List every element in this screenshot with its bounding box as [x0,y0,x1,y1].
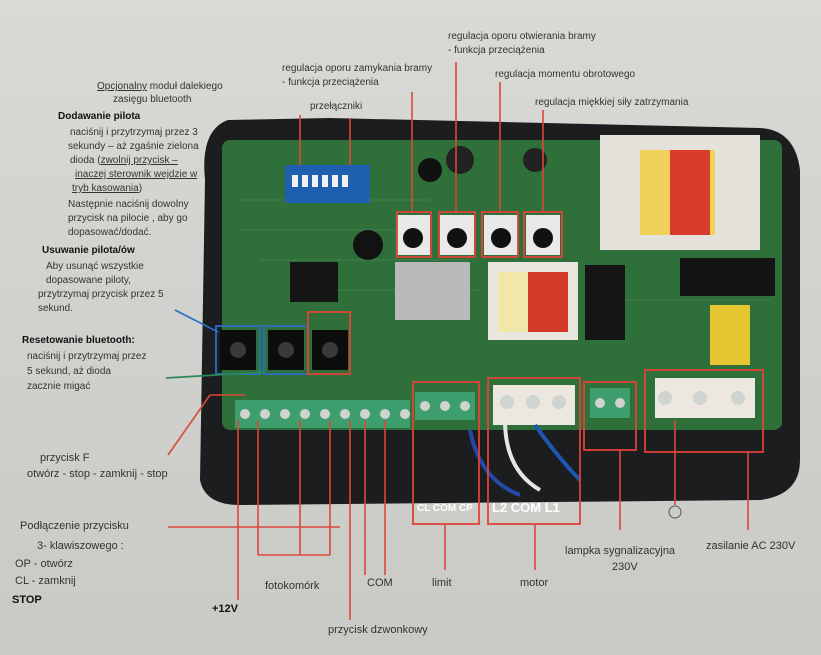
label-dodawanie-8: dopasować/dodać. [68,227,152,238]
capacitor-yellow [710,305,750,365]
label-dodawanie-4: inaczej sterownik wejdzie w [75,169,198,180]
label-opcjonalny-2: zasięgu bluetooth [113,94,192,105]
highlight-boxes [215,211,764,525]
caption-l2-com-l1: L2 COM L1 [492,500,560,515]
label-dodawanie-2: sekundy – aż zgaśnie zielona [68,141,199,152]
label-usuwanie-1: Aby usunąć wszystkie [46,261,144,272]
capacitor [418,158,442,182]
label-dodawanie-5: tryb kasowania) [72,183,143,194]
label-motor: motor [520,577,549,589]
label-przycisk-f: przycisk F [40,452,90,464]
label-fotokomork: fotokomórk [265,580,320,592]
label-opcjonalny: Opcjonalny moduł dalekiego [97,81,223,92]
label-dodawanie-title: Dodawanie pilota [58,111,141,122]
caption-cl-com-cp: CL COM CP [417,503,473,514]
label-usuwanie-title: Usuwanie pilota/ów [42,245,135,256]
label-moment: regulacja momentu obrotowego [495,69,636,80]
label-dzwonkowy: przycisk dzwonkowy [328,624,428,636]
label-lampka-1: lampka sygnalizacyjna [565,545,676,557]
ground-icon [668,505,682,519]
label-dodawanie-7: przycisk na pilocie , aby go [68,213,188,224]
label-zamykania: regulacja oporu zamykania bramy [282,63,433,74]
buzzer [353,230,383,260]
label-podlaczenie-1: Podłączenie przycisku [20,520,129,532]
label-dodawanie-6: Następnie naciśnij dowolny [68,199,189,210]
label-podlaczenie-2: 3- klawiszowego : [37,540,124,552]
label-op: OP - otwórz [15,558,73,570]
label-lampka-2: 230V [612,561,638,573]
label-reset-3: zacznie migać [27,381,91,392]
label-otwierania-2: - funkcja przeciążenia [448,45,545,56]
label-com: COM [367,577,393,589]
label-reset-1: naciśnij i przytrzymaj przez [27,351,147,362]
relay [585,265,625,340]
label-reset-title: Resetowanie bluetooth: [22,335,135,346]
label-stop: STOP [12,594,42,606]
label-usuwanie-2: dopasowane piloty, [46,275,131,286]
potentiometer-row [396,215,560,255]
relay [680,258,775,296]
label-zamykania-2: - funkcja przeciążenia [282,77,379,88]
label-cl: CL - zamknij [15,575,76,587]
learn-buttons [220,330,348,370]
label-usuwanie-4: sekund. [38,303,74,314]
capacitor [523,148,547,172]
microcontroller [290,262,338,302]
label-miekka: regulacja miękkiej siły zatrzymania [535,97,689,108]
label-przelaczniki: przełączniki [310,101,363,112]
capacitor [446,146,474,174]
label-limit: limit [432,577,452,589]
label-zasilanie: zasilanie AC 230V [706,540,796,552]
label-dodawanie-1: naciśnij i przytrzymaj przez 3 [70,127,198,138]
label-reset-2: 5 sekund, aż dioda [27,366,111,377]
leader-lines [167,62,749,620]
label-przycisk-f-2: otwórz - stop - zamknij - stop [27,468,168,480]
label-12v: +12V [212,603,238,615]
label-otwierania: regulacja oporu otwierania bramy [448,31,596,42]
label-usuwanie-3: przytrzymaj przycisk przez 5 [38,289,164,300]
heatsink [395,262,470,320]
label-dodawanie-3: dioda (zwolnij przycisk – [70,155,178,166]
